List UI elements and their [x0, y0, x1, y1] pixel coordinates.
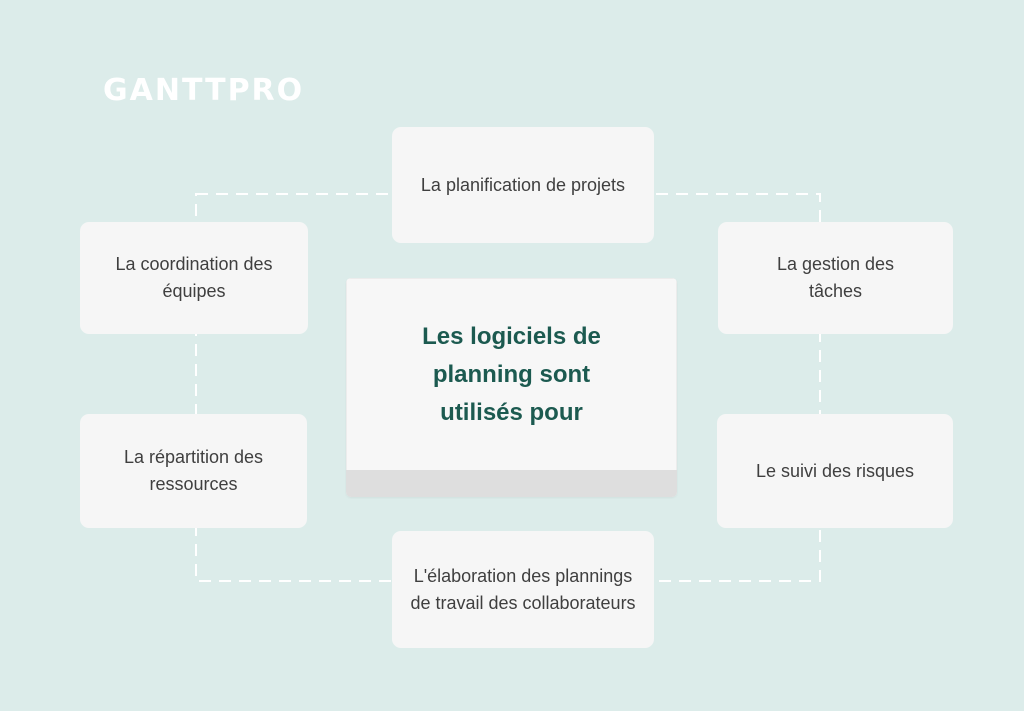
card-project-planning: La planification de projets — [392, 127, 654, 243]
screen-panel: Les logiciels de planning sont utilisés … — [346, 278, 677, 470]
card-label: La coordination des équipes — [115, 254, 273, 301]
card-resource-allocation: La répartition des ressources — [80, 414, 307, 528]
card-task-management: La gestion des tâches — [718, 222, 953, 334]
card-label: Le suivi des risques — [755, 460, 915, 481]
card-team-coordination: La coordination des équipes — [80, 222, 308, 334]
card-label: La planification de projets — [420, 174, 626, 195]
card-label: La gestion des tâches — [776, 254, 895, 301]
ganttpro-logo: GANTTPRO — [103, 73, 305, 108]
card-label: L'élaboration des plannings de travail d… — [410, 565, 636, 613]
card-label: La répartition des ressources — [123, 447, 264, 494]
central-screen: Les logiciels de planning sont utilisés … — [346, 278, 677, 497]
card-risk-tracking: Le suivi des risques — [717, 414, 953, 528]
screen-base — [346, 470, 677, 497]
central-title: Les logiciels de planning sont utilisés … — [422, 322, 601, 426]
card-work-schedule: L'élaboration des plannings de travail d… — [392, 531, 654, 648]
